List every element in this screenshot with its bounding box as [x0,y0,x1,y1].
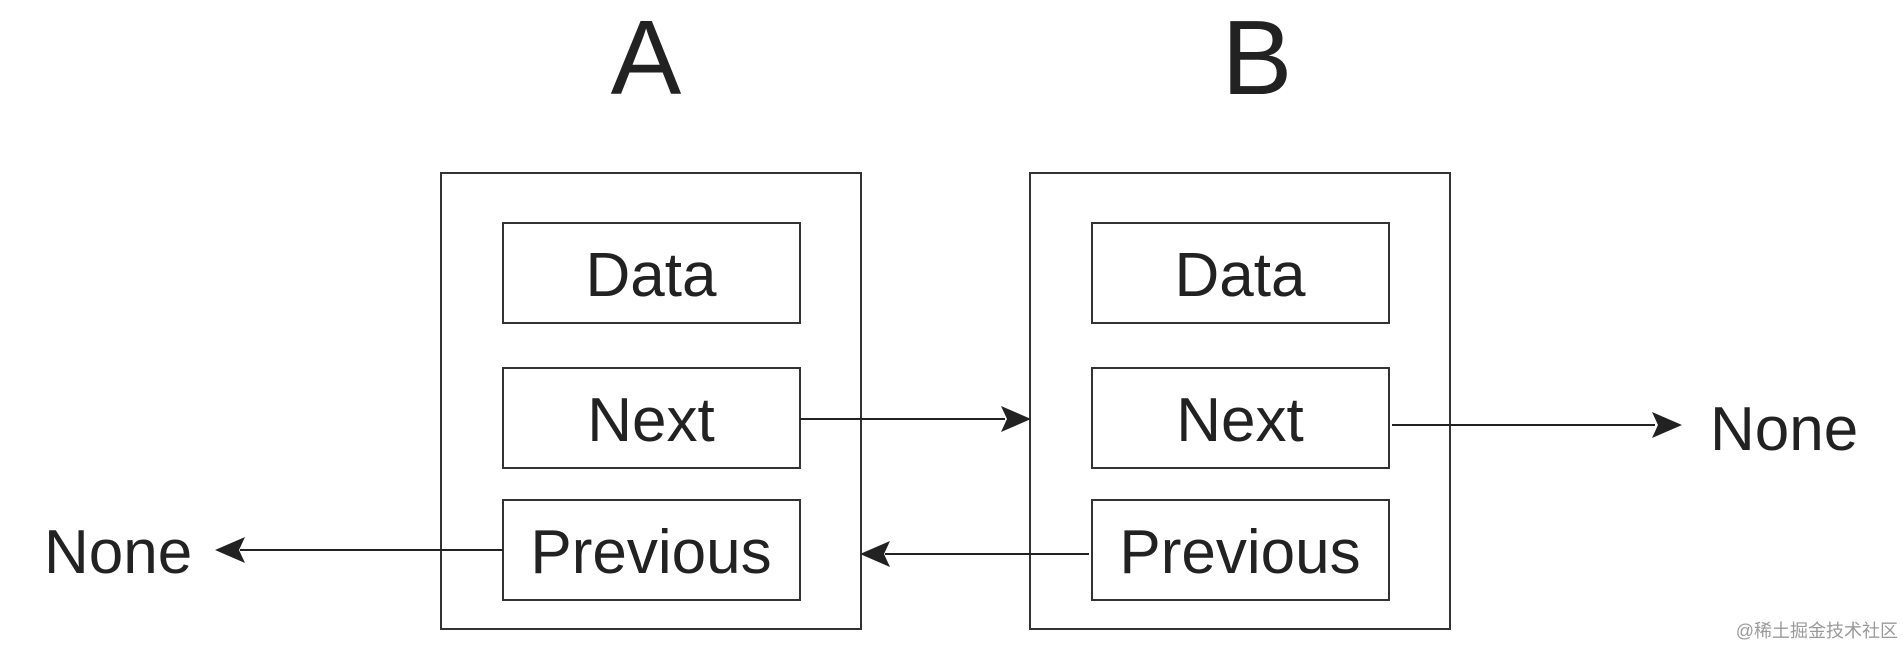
node-a-next-field [502,367,801,469]
node-a-frame [440,172,862,630]
arrow-b-previous-to-a [860,541,1089,567]
node-b-next-field [1091,367,1390,469]
arrow-a-next-to-b [800,406,1031,432]
node-a: A Data Next Previous [440,0,862,630]
node-a-data-label: Data [586,241,717,310]
node-b-next-label: Next [1176,386,1303,455]
node-b-title: B [1222,0,1293,117]
node-b: B Data Next Previous [1029,0,1451,630]
node-a-previous-field [502,499,801,601]
none-label-right: None [1710,395,1858,464]
node-b-previous-field [1091,499,1390,601]
node-b-data-label: Data [1175,241,1306,310]
arrow-b-next-to-none [1392,412,1682,438]
node-a-title: A [611,0,682,117]
node-a-previous-label: Previous [530,518,771,587]
node-a-next-label: Next [587,386,714,455]
arrow-a-previous-to-none [215,537,503,563]
node-b-previous-label: Previous [1119,518,1360,587]
none-label-left: None [44,518,192,587]
node-b-frame [1029,172,1451,630]
watermark-text: @稀土掘金技术社区 [1736,621,1898,641]
node-b-data-field [1091,222,1390,324]
node-a-data-field [502,222,801,324]
